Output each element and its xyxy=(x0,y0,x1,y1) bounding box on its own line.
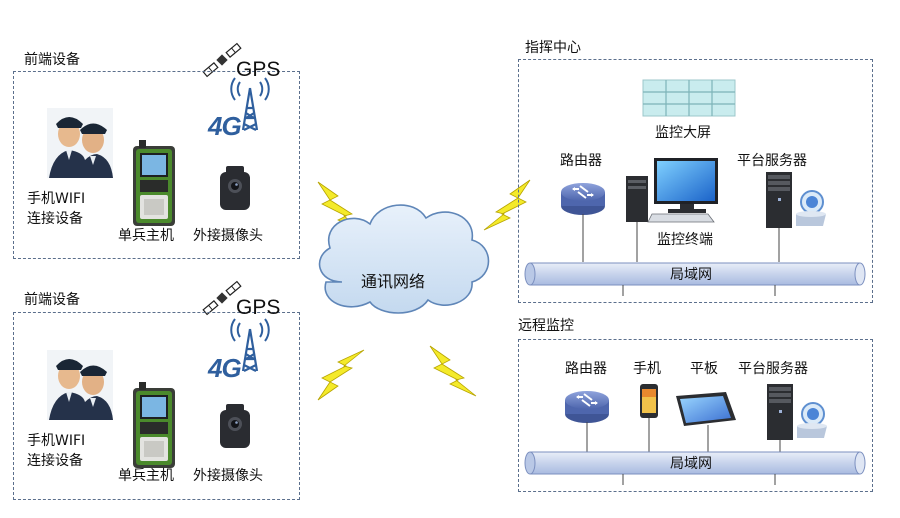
wifi-device-label-line2: 连接设备 xyxy=(27,453,83,469)
command-center-title: 指挥中心 xyxy=(525,40,581,56)
front-unit-box xyxy=(13,312,300,500)
front-unit-box xyxy=(13,71,300,259)
router-label: 路由器 xyxy=(560,153,602,169)
server-label: 平台服务器 xyxy=(737,153,807,169)
front-unit-title: 前端设备 xyxy=(24,52,80,68)
lan-bus xyxy=(524,262,866,296)
video-wall-label: 监控大屏 xyxy=(655,125,711,141)
remote-title: 远程监控 xyxy=(518,318,574,334)
wireless-link-icon xyxy=(429,345,477,397)
host-label: 单兵主机 xyxy=(118,228,174,244)
tablet-icon xyxy=(676,392,736,426)
wifi-device-label-line2: 连接设备 xyxy=(27,211,83,227)
lan-label: 局域网 xyxy=(670,456,712,472)
camera-label: 外接摄像头 xyxy=(193,228,263,244)
command-center-box xyxy=(518,59,873,303)
lan-bus xyxy=(524,451,866,485)
phone-label: 手机 xyxy=(633,361,661,377)
network-label: 通讯网络 xyxy=(361,272,426,291)
front-unit-title: 前端设备 xyxy=(24,292,80,308)
4g-badge: 4G xyxy=(208,111,242,141)
terminal-label: 监控终端 xyxy=(657,232,713,248)
gps-label: GPS xyxy=(236,296,281,319)
wifi-device-label-line1: 手机WIFI xyxy=(27,433,86,449)
camera-label: 外接摄像头 xyxy=(193,468,263,484)
tablet-label: 平板 xyxy=(690,361,718,377)
network-cloud xyxy=(318,204,490,314)
wireless-link-icon xyxy=(317,349,365,401)
host-label: 单兵主机 xyxy=(118,468,174,484)
monitor-terminal-icon xyxy=(626,158,718,223)
remote-box xyxy=(518,339,873,492)
video-wall-icon xyxy=(642,79,736,117)
gps-label: GPS xyxy=(236,58,281,81)
4g-badge: 4G xyxy=(208,353,242,383)
wifi-device-label-line1: 手机WIFI xyxy=(27,191,86,207)
router-label: 路由器 xyxy=(565,361,607,377)
phone-icon xyxy=(640,384,658,418)
server-label: 平台服务器 xyxy=(738,361,808,377)
lan-label: 局域网 xyxy=(670,267,712,283)
